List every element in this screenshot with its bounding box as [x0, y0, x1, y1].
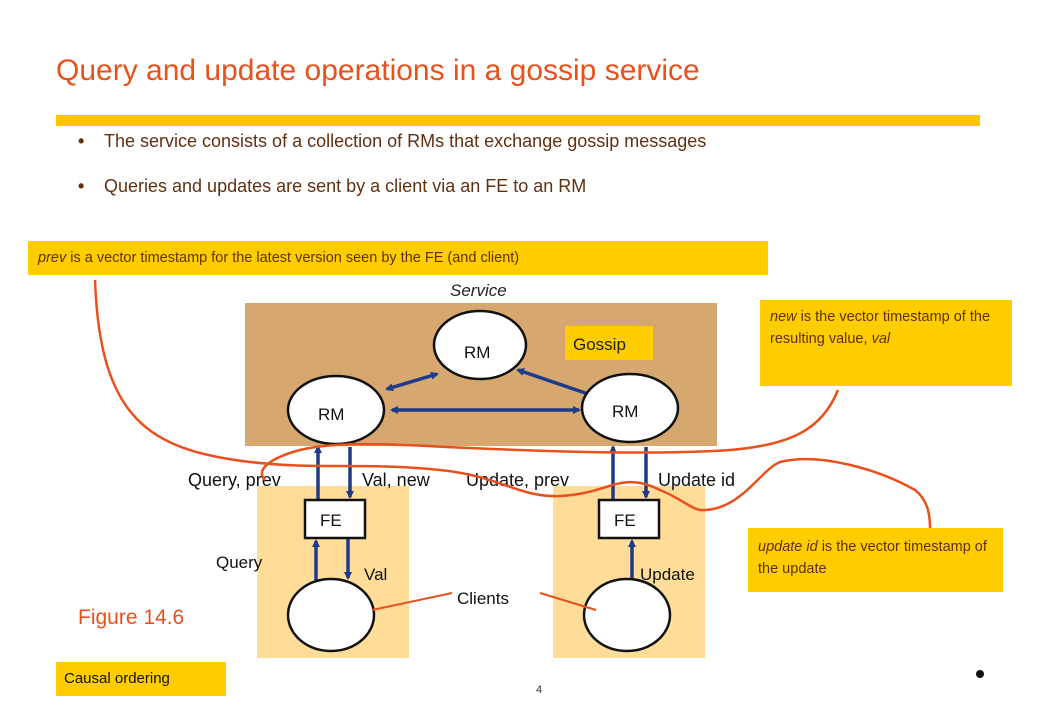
service-label: Service [450, 281, 507, 300]
bullet-1: • The service consists of a collection of… [78, 131, 706, 152]
bullet-2: • Queries and updates are sent by a clien… [78, 176, 586, 197]
note-new-text: is the vector timestamp of the resulting… [770, 309, 991, 347]
title-underline [56, 115, 980, 126]
clients-pointer-right [539, 592, 597, 611]
label-clients: Clients [457, 589, 509, 608]
client-node-right [582, 577, 672, 653]
note-prev-term: prev [38, 250, 67, 266]
rm-label-left: RM [318, 405, 344, 424]
bullet-dot-icon: • [78, 176, 85, 196]
label-val: Val [364, 565, 387, 584]
gossip-label: Gossip [573, 335, 626, 354]
label-update-prev: Update, prev [466, 470, 569, 490]
gossip-label-box [565, 326, 653, 360]
note-prev: prev is a vector timestamp for the lates… [28, 241, 768, 275]
note-update-term: update id [758, 539, 818, 555]
note-causal-ordering: Causal ordering [56, 662, 226, 696]
bullet-text-1: The service consists of a collection of … [104, 131, 707, 151]
client-node-left [286, 577, 376, 653]
fe-node-left [303, 498, 367, 540]
clients-pointer-left [371, 592, 453, 611]
fe-label-right: FE [614, 511, 636, 530]
bullet-dot-icon [976, 670, 984, 678]
rm-node-right [580, 372, 680, 444]
note-new: new is the vector timestamp of the resul… [760, 300, 1012, 386]
note-update-id: update id is the vector timestamp of the… [748, 528, 1003, 592]
fe-node-right [597, 498, 661, 540]
bullet-dot-icon: • [78, 131, 85, 151]
label-query: Query [216, 553, 263, 572]
label-val-new: Val, new [362, 470, 431, 490]
callout-curve-new [260, 389, 840, 481]
rm-label-top: RM [464, 343, 490, 362]
figure-label: Figure 14.6 [78, 606, 185, 629]
note-new-term: new [770, 309, 797, 325]
page-number: 4 [536, 684, 543, 696]
label-update: Update [640, 565, 695, 584]
label-update-id: Update id [658, 470, 735, 490]
callout-curve-prev [93, 279, 932, 529]
slide-title: Query and update operations in a gossip … [56, 54, 700, 87]
fe-label-left: FE [320, 511, 342, 530]
bullet-text-2: Queries and updates are sent by a client… [104, 176, 587, 196]
gossip-arrow-right [516, 368, 596, 398]
note-update-text: is the vector timestamp of the update [758, 539, 987, 577]
rm-node-top [432, 309, 528, 381]
gossip-arrow-left [385, 371, 439, 392]
rm-label-right: RM [612, 402, 638, 421]
label-query-prev: Query, prev [188, 470, 281, 490]
note-prev-text: is a vector timestamp for the latest ver… [66, 250, 520, 266]
note-new-val: val [871, 331, 891, 347]
